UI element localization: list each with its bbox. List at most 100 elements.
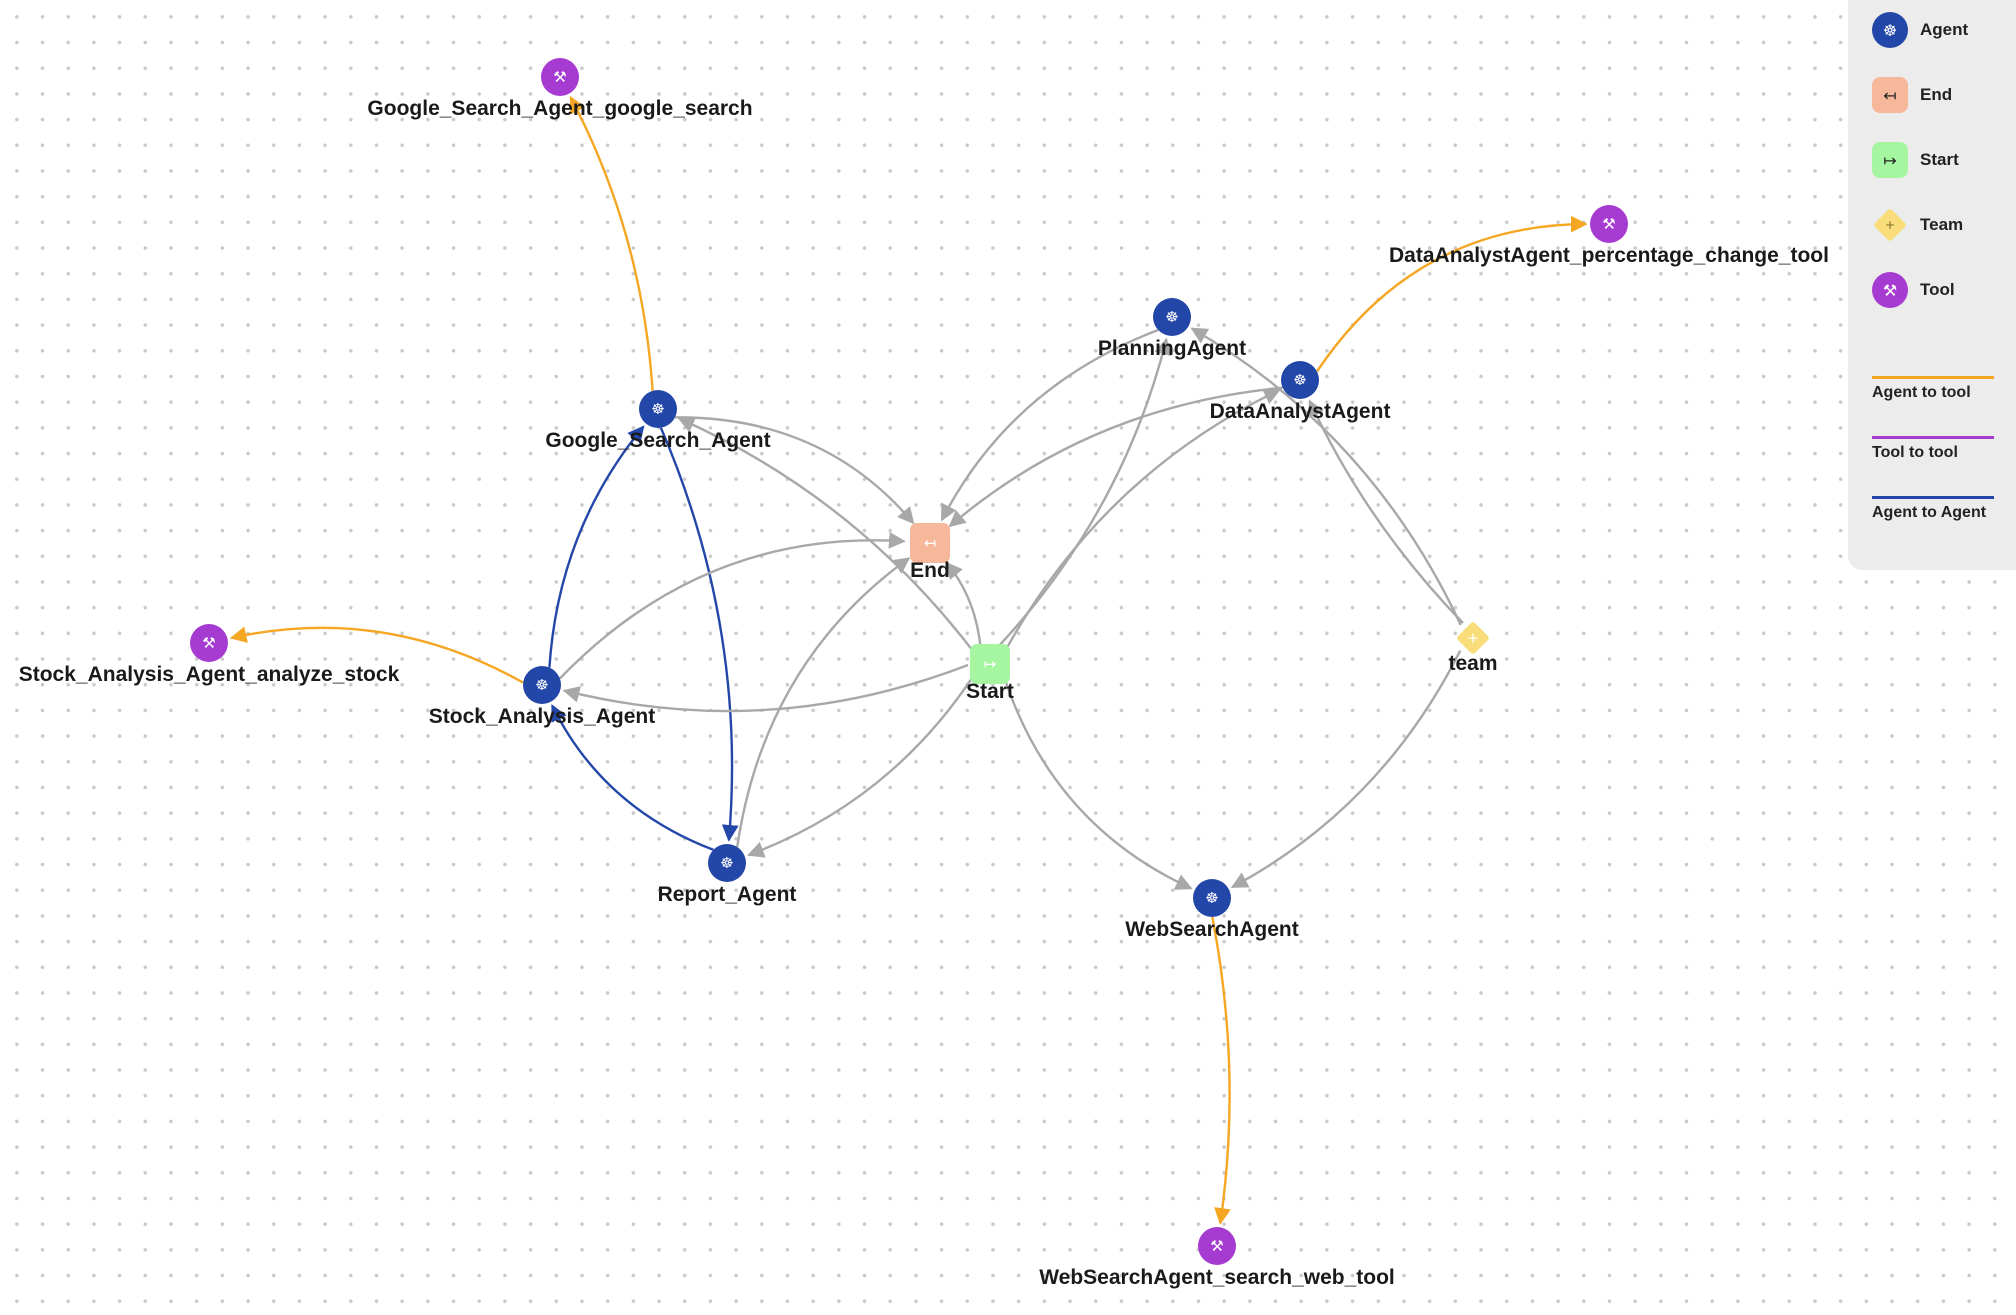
- legend-panel: ☸ Agent ↤ End ↦ Start + Team ⚒ Tool Agen…: [1848, 0, 2016, 570]
- agent-node-shape[interactable]: [1281, 361, 1319, 399]
- legend-edge-agent-to-tool: Agent to tool: [1872, 376, 1994, 402]
- edge-team-to-websearch[interactable]: [1230, 650, 1462, 889]
- node-dataanalyst_tool[interactable]: ⚒ DataAnalystAgent_percentage_change_tool: [1389, 205, 1829, 267]
- legend-item-end: ↤ End: [1872, 77, 1952, 113]
- wrench-icon: ⚒: [553, 68, 566, 86]
- agent-node-shape[interactable]: [1153, 298, 1191, 336]
- node-label: DataAnalystAgent_percentage_change_tool: [1389, 244, 1829, 267]
- node-team[interactable]: + team: [1448, 621, 1498, 675]
- wrench-icon: ⚒: [1602, 215, 1615, 233]
- edge-team-to-planning[interactable]: [1190, 327, 1462, 626]
- brain-icon: ☸: [1165, 308, 1178, 326]
- edges-layer: [229, 95, 1588, 1225]
- agent-node-shape[interactable]: [1193, 879, 1231, 917]
- legend-swatch: [1872, 436, 1994, 439]
- agent-node-shape[interactable]: [708, 844, 746, 882]
- node-label: Start: [966, 680, 1014, 703]
- tool-node-shape[interactable]: [190, 624, 228, 662]
- edge-planning-to-end[interactable]: [940, 328, 1159, 522]
- wrench-icon: ⚒: [1872, 272, 1908, 308]
- node-dataanalyst[interactable]: ☸ DataAnalystAgent: [1210, 361, 1391, 423]
- brain-icon: ☸: [1872, 12, 1908, 48]
- edge-google-to-end[interactable]: [674, 416, 915, 525]
- arrow-right-bar-icon: ↦: [1872, 142, 1908, 178]
- legend-edge-agent-to-agent: Agent to Agent: [1872, 496, 1994, 522]
- agent-node-shape[interactable]: [523, 666, 561, 704]
- legend-label: Team: [1920, 215, 1964, 234]
- node-label: End: [910, 559, 950, 582]
- edge-start-to-dataanalyst[interactable]: [1005, 388, 1281, 650]
- edge-websearch-to-websearch_tool[interactable]: [1211, 916, 1231, 1225]
- legend-label: Agent: [1920, 20, 1969, 39]
- node-label: Google_Search_Agent: [545, 429, 770, 452]
- node-end[interactable]: ↤ End: [910, 523, 950, 582]
- team-diamond-icon: +: [1872, 207, 1908, 243]
- node-stock_tool[interactable]: ⚒ Stock_Analysis_Agent_analyze_stock: [19, 624, 400, 686]
- node-report[interactable]: ☸ Report_Agent: [658, 844, 797, 906]
- edge-google-to-google_tool[interactable]: [569, 95, 654, 391]
- legend-swatch: [1872, 376, 1994, 379]
- node-planning[interactable]: ☸ PlanningAgent: [1098, 298, 1246, 360]
- arrow-left-bar-icon: ↤: [1872, 77, 1908, 113]
- node-label: Stock_Analysis_Agent_analyze_stock: [19, 663, 400, 686]
- arrow-right-bar-icon: ↦: [984, 655, 997, 673]
- node-label: WebSearchAgent: [1125, 918, 1299, 941]
- tool-node-shape[interactable]: [1198, 1227, 1236, 1265]
- legend-item-start: ↦ Start: [1872, 142, 1959, 178]
- edge-start-to-planning[interactable]: [999, 337, 1171, 646]
- node-label: DataAnalystAgent: [1210, 400, 1391, 423]
- edge-start-to-report[interactable]: [747, 676, 974, 858]
- legend-label: Agent to tool: [1872, 384, 1971, 401]
- brain-icon: ☸: [651, 400, 664, 418]
- tool-node-shape[interactable]: [541, 58, 579, 96]
- node-label: WebSearchAgent_search_web_tool: [1039, 1266, 1395, 1289]
- node-label: Google_Search_Agent_google_search: [367, 97, 752, 120]
- node-websearch_tool[interactable]: ⚒WebSearchAgent_search_web_tool: [1039, 1227, 1395, 1289]
- nodes-layer: ⚒ Google_Search_Agent_google_search ⚒ DataA…: [19, 58, 1829, 1289]
- legend-label: Agent to Agent: [1872, 504, 1987, 521]
- edge-start-to-websearch[interactable]: [1003, 679, 1193, 890]
- node-start[interactable]: ↦ Start: [966, 644, 1014, 703]
- node-stock[interactable]: ☸ Stock_Analysis_Agent: [429, 666, 655, 728]
- node-label: Stock_Analysis_Agent: [429, 705, 655, 728]
- node-label: Report_Agent: [658, 883, 797, 906]
- edge-stock-to-stock_tool[interactable]: [229, 626, 524, 684]
- edge-start-to-google[interactable]: [677, 416, 974, 652]
- brain-icon: ☸: [535, 676, 548, 694]
- start-node-shape[interactable]: [970, 644, 1010, 684]
- legend-label: Start: [1920, 150, 1959, 169]
- agent-node-shape[interactable]: [639, 390, 677, 428]
- legend-item-team: + Team: [1872, 207, 1963, 243]
- edge-stock-to-google[interactable]: [548, 425, 645, 668]
- legend-label: Tool to tool: [1872, 444, 1958, 461]
- edge-report-to-end[interactable]: [736, 557, 911, 848]
- edge-google-to-report[interactable]: [659, 427, 739, 842]
- edge-dataanalyst-to-end[interactable]: [948, 386, 1283, 528]
- edge-report-to-stock[interactable]: [551, 704, 714, 851]
- legend-item-tool: ⚒ Tool: [1872, 272, 1955, 308]
- legend-edge-tool-to-tool: Tool to tool: [1872, 436, 1994, 462]
- edge-team-to-dataanalyst[interactable]: [1308, 399, 1464, 624]
- node-label: team: [1448, 652, 1497, 675]
- node-google_tool[interactable]: ⚒ Google_Search_Agent_google_search: [367, 58, 753, 120]
- team-diamond-icon: +: [1467, 629, 1480, 647]
- wrench-icon: ⚒: [202, 634, 215, 652]
- legend-swatch: [1872, 496, 1994, 499]
- legend-item-agent: ☸ Agent: [1872, 12, 1968, 48]
- node-label: PlanningAgent: [1098, 337, 1246, 360]
- arrow-left-bar-icon: ↤: [924, 534, 937, 552]
- edge-start-to-stock[interactable]: [562, 663, 969, 713]
- team-node-shape[interactable]: [1456, 621, 1490, 655]
- edge-stock-to-end[interactable]: [558, 531, 906, 680]
- tool-node-shape[interactable]: [1590, 205, 1628, 243]
- end-node-shape[interactable]: [910, 523, 950, 563]
- brain-icon: ☸: [1293, 371, 1306, 389]
- brain-icon: ☸: [720, 854, 733, 872]
- legend-label: Tool: [1920, 280, 1955, 299]
- legend-label: End: [1920, 85, 1953, 104]
- edge-dataanalyst-to-dataanalyst_tool[interactable]: [1316, 215, 1588, 373]
- node-google[interactable]: ☸ Google_Search_Agent: [545, 390, 771, 452]
- edge-start-to-end[interactable]: [945, 561, 982, 645]
- node-websearch[interactable]: ☸WebSearchAgent: [1125, 879, 1299, 941]
